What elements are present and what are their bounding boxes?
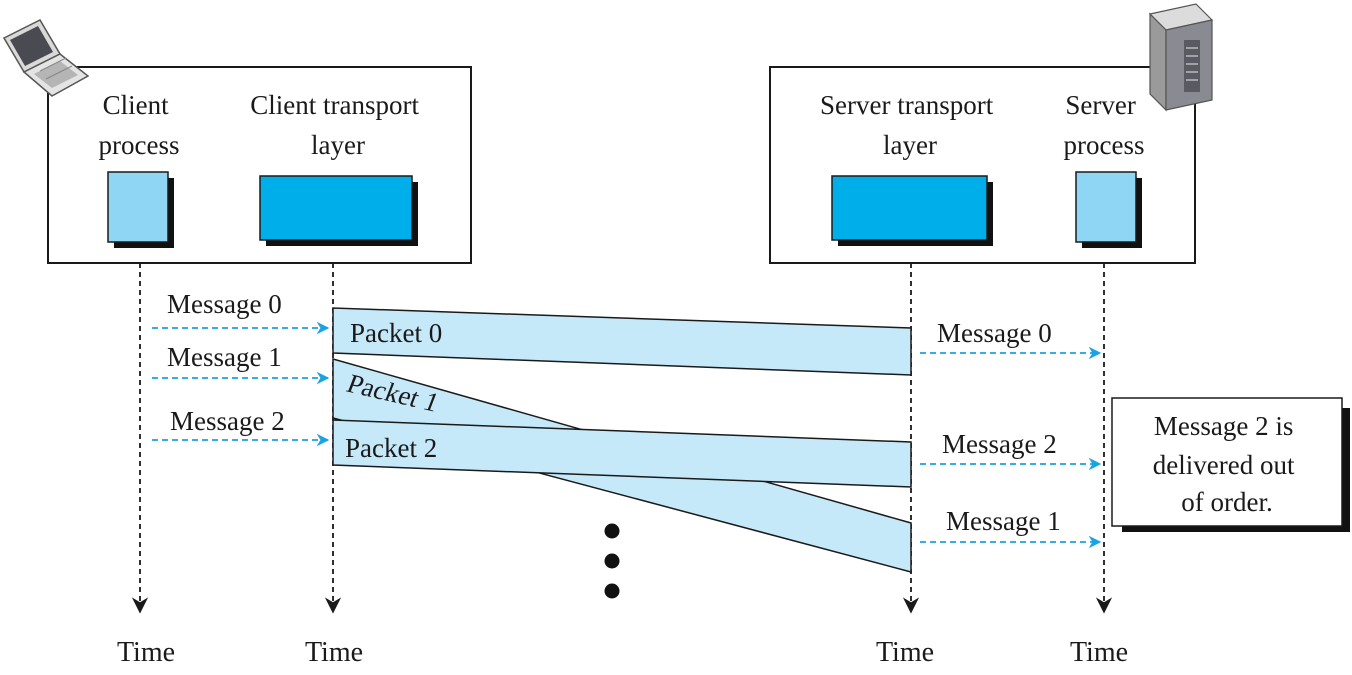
client-process-box xyxy=(107,171,174,248)
server-tower-icon xyxy=(1148,3,1214,112)
packet-2-label: Packet 2 xyxy=(345,433,437,463)
client-transport-label: Client transport layer xyxy=(250,90,425,160)
packet-0-label: Packet 0 xyxy=(350,318,442,348)
delivered-message-0-label: Message 0 xyxy=(937,318,1052,348)
continuation-dots xyxy=(604,523,620,599)
delivered-message-1-label: Message 1 xyxy=(946,506,1061,536)
sent-message-0-label: Message 0 xyxy=(167,289,282,319)
server-process-box xyxy=(1075,171,1142,248)
time-label-server-process: Time xyxy=(1070,637,1128,668)
client-transport-box xyxy=(259,175,418,246)
laptop-icon xyxy=(2,19,90,97)
time-label-server-transport: Time xyxy=(876,637,934,668)
time-label-client-process: Time xyxy=(117,637,175,668)
server-transport-box xyxy=(831,175,993,246)
client-process-label: Client process xyxy=(99,90,180,160)
packet-2-band xyxy=(332,419,912,488)
out-of-order-note: Message 2 is delivered out of order. xyxy=(1111,397,1350,532)
packet-0-band xyxy=(332,307,912,376)
delivered-message-2-label: Message 2 xyxy=(942,429,1057,459)
svg-text:Message 2 is delivered o: Message 2 is delivered out of order. xyxy=(1153,411,1301,517)
server-process-label: Server process xyxy=(1064,90,1145,160)
sent-message-1-label: Message 1 xyxy=(167,342,282,372)
server-transport-label: Server transport layer xyxy=(820,90,1000,160)
time-label-client-transport: Time xyxy=(305,637,363,668)
sent-message-2-label: Message 2 xyxy=(170,406,285,436)
